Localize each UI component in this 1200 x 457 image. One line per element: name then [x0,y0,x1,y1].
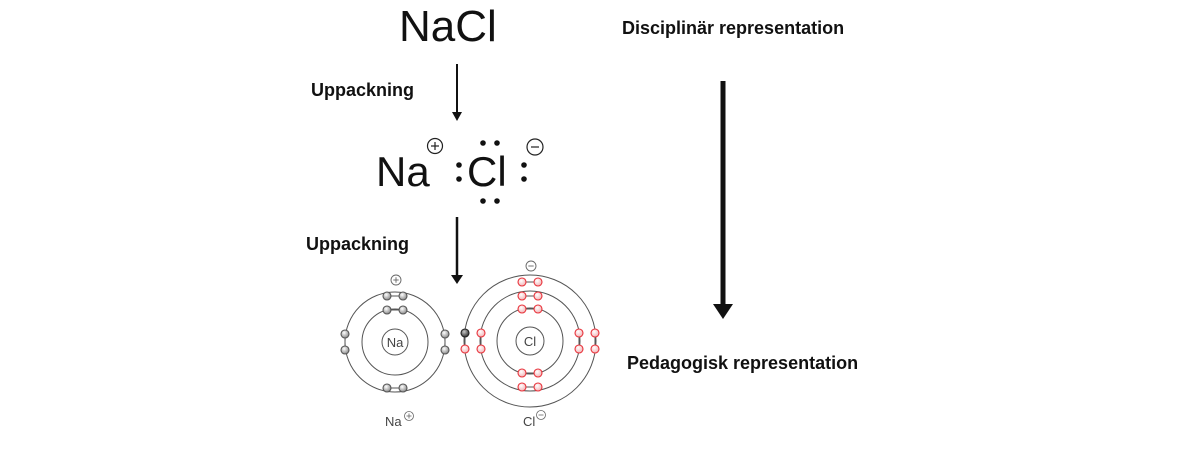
cl-electron-pair [517,382,543,392]
electron [517,368,527,378]
na-electron-pair [340,329,350,355]
lewis-structure-marks [426,137,544,204]
cl-middle-shell [479,290,581,392]
cl-caption-symbol: Cl [523,414,535,429]
bohr-model-cl [460,260,600,408]
lewis-cation-symbol: Na [376,148,430,195]
electron [517,277,527,287]
electron [476,344,486,354]
electron [574,344,584,354]
electron [533,382,543,392]
electron [517,304,527,314]
cl-nucleus [515,326,545,356]
na-electrons [340,291,450,393]
cl-electron-pair [476,328,486,354]
electron [382,291,392,301]
cl-electron-pair [590,328,600,354]
electron [517,291,527,301]
label-pedagogical-representation: Pedagogisk representation [627,353,859,373]
electron [533,291,543,301]
na-electron-pair [440,329,450,355]
cl-electron-pair [574,328,584,354]
cl-electron-pair [517,291,543,301]
bohr-model-na [340,274,450,393]
electron [517,382,527,392]
label-unpacking-1: Uppackning [311,80,415,100]
na-inner-shell [361,308,429,376]
electron [476,328,486,338]
electron [398,291,408,301]
electron [340,329,350,339]
cl-inner-shell [496,307,564,375]
electron [398,305,408,315]
na-electron-pair [382,291,408,301]
electron [590,328,600,338]
na-nucleus-label: Na [387,335,404,350]
arrow-unpacking-1 [452,64,462,121]
lewis-anion-symbol: Cl [467,148,507,195]
electron [382,383,392,393]
cl-electron-pair [517,277,543,287]
cl-electron-pair [517,368,543,378]
electron [382,305,392,315]
electron [398,383,408,393]
na-caption-charge-icon [404,411,414,421]
lewis-electron-dots [456,140,527,204]
electron [460,344,470,354]
na-electron-pair [382,305,408,315]
label-disciplinary-representation: Disciplinär representation [622,18,845,38]
cl-caption-charge-icon [536,410,546,420]
electron [340,345,350,355]
na-charge-badge-icon [390,274,402,286]
electron [533,368,543,378]
na-caption-symbol: Na [385,414,402,429]
cl-outer-shell [463,274,597,408]
electron [533,304,543,314]
label-unpacking-2: Uppackning [306,234,410,254]
transferred-electron [460,328,470,338]
na-electron-pair [382,383,408,393]
cl-electron-pair [517,304,543,314]
electron [440,329,450,339]
formula-nacl: NaCl [399,2,497,51]
electron [533,277,543,287]
electron [590,344,600,354]
lewis-cation-charge-icon [426,137,444,155]
lewis-anion-charge-icon [526,138,544,156]
arrow-unpacking-2 [451,217,463,284]
cl-electrons [460,277,600,392]
cl-nucleus-label: Cl [524,334,536,349]
na-nucleus [381,328,409,356]
cl-charge-badge-icon [525,260,537,272]
arrow-disciplinary-to-pedagogical [713,81,733,319]
electron [440,345,450,355]
electron [574,328,584,338]
